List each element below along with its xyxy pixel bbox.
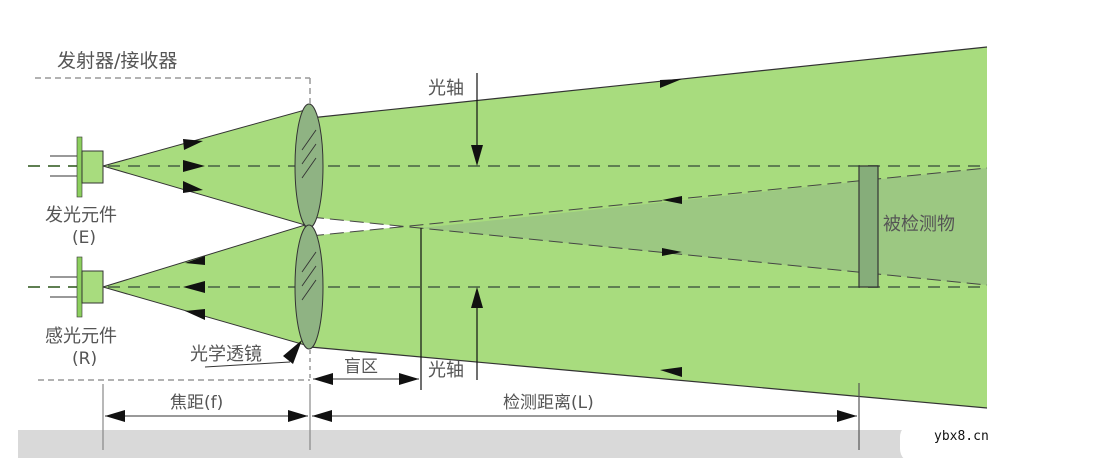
receiver-label: 感光元件 — [45, 326, 117, 347]
target-object — [858, 165, 879, 288]
optical-axis-top-label: 光轴 — [428, 78, 464, 99]
focal-length-label: 焦距(f) — [170, 393, 223, 413]
detection-distance-label: 检测距离(L) — [503, 393, 594, 413]
overlap-region — [420, 168, 987, 285]
lens-label: 光学透镜 — [190, 344, 262, 365]
beam-arrows — [183, 79, 682, 377]
ground-bar — [18, 430, 1018, 458]
title-label: 发射器/接收器 — [57, 50, 177, 72]
emitter-element — [50, 136, 104, 198]
watermark: ybx8.cn — [934, 429, 989, 444]
optical-axis-bottom-label: 光轴 — [428, 360, 464, 381]
receiver-element — [50, 256, 104, 318]
blind-zone-label: 盲区 — [344, 357, 378, 377]
emitter-cone — [101, 109, 306, 226]
receiver-code-label: (R) — [72, 349, 97, 369]
target-label: 被检测物 — [883, 214, 955, 235]
emitter-code-label: (E) — [72, 228, 96, 248]
optical-lens — [294, 103, 324, 350]
watermark-bg — [900, 423, 1100, 463]
emitter-label: 发光元件 — [45, 205, 117, 226]
